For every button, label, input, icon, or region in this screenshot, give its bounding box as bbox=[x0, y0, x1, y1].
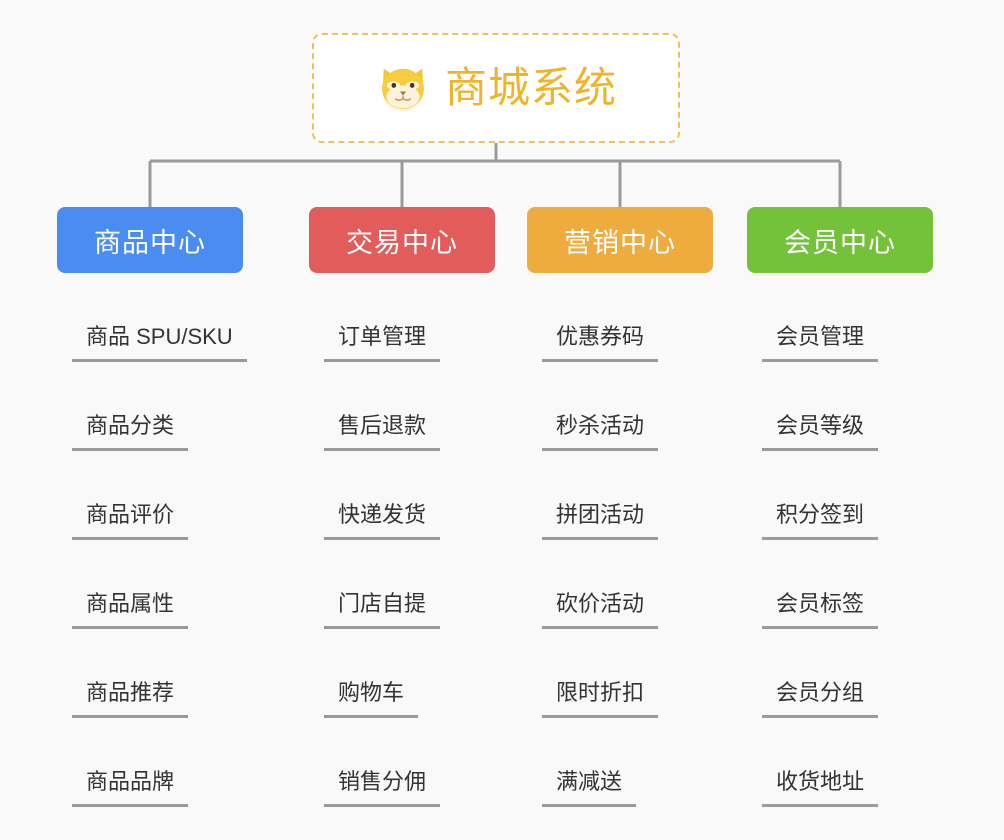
leaf-item[interactable]: 会员分组 bbox=[762, 629, 933, 718]
leaf-item[interactable]: 商品 SPU/SKU bbox=[72, 273, 247, 362]
leaf-label: 售后退款 bbox=[324, 415, 441, 451]
leaf-label: 优惠券码 bbox=[542, 326, 659, 362]
leaf-label: 销售分佣 bbox=[324, 771, 441, 807]
branch-marketing-center: 营销中心 优惠券码 秒杀活动 拼团活动 砍价活动 限时折扣 满减送 bbox=[527, 207, 713, 807]
leaf-label: 商品评价 bbox=[72, 504, 189, 540]
leaf-label: 收货地址 bbox=[762, 771, 879, 807]
leaf-item[interactable]: 秒杀活动 bbox=[542, 362, 713, 451]
leaf-item[interactable]: 会员标签 bbox=[762, 540, 933, 629]
branch-member-center: 会员中心 会员管理 会员等级 积分签到 会员标签 会员分组 收货地址 bbox=[747, 207, 933, 807]
leaf-item[interactable]: 会员管理 bbox=[762, 273, 933, 362]
leaf-item[interactable]: 收货地址 bbox=[762, 718, 933, 807]
leaf-label: 满减送 bbox=[542, 771, 637, 807]
branch-header-product-center[interactable]: 商品中心 bbox=[57, 207, 243, 273]
branch-header-label: 交易中心 bbox=[346, 227, 458, 258]
leaf-item[interactable]: 门店自提 bbox=[324, 540, 495, 629]
leaf-label: 秒杀活动 bbox=[542, 415, 659, 451]
leaf-label: 会员管理 bbox=[762, 326, 879, 362]
leaf-item[interactable]: 积分签到 bbox=[762, 451, 933, 540]
leaf-label: 积分签到 bbox=[762, 504, 879, 540]
shiba-dog-face-icon bbox=[381, 68, 424, 112]
leaf-item[interactable]: 商品属性 bbox=[72, 540, 243, 629]
branch-body-product-center: 商品 SPU/SKU 商品分类 商品评价 商品属性 商品推荐 商品品牌 bbox=[57, 273, 247, 807]
leaf-item[interactable]: 拼团活动 bbox=[542, 451, 713, 540]
branch-header-marketing-center[interactable]: 营销中心 bbox=[527, 207, 713, 273]
leaf-label: 砍价活动 bbox=[542, 593, 659, 629]
leaf-item[interactable]: 销售分佣 bbox=[324, 718, 495, 807]
leaf-item[interactable]: 商品品牌 bbox=[72, 718, 243, 807]
leaf-label: 购物车 bbox=[324, 682, 419, 718]
leaf-label: 门店自提 bbox=[324, 593, 441, 629]
branch-header-label: 商品中心 bbox=[94, 227, 206, 258]
branch-product-center: 商品中心 商品 SPU/SKU 商品分类 商品评价 商品属性 商品推荐 商品品牌 bbox=[57, 207, 247, 807]
leaf-item[interactable]: 商品评价 bbox=[72, 451, 243, 540]
leaf-item[interactable]: 订单管理 bbox=[324, 273, 495, 362]
branch-header-label: 会员中心 bbox=[784, 227, 896, 258]
leaf-item[interactable]: 快递发货 bbox=[324, 451, 495, 540]
leaf-label: 快递发货 bbox=[324, 504, 441, 540]
leaf-label: 商品分类 bbox=[72, 415, 189, 451]
leaf-list-product-center: 商品 SPU/SKU 商品分类 商品评价 商品属性 商品推荐 商品品牌 bbox=[57, 273, 247, 807]
leaf-label: 商品属性 bbox=[72, 593, 189, 629]
leaf-item[interactable]: 购物车 bbox=[324, 629, 495, 718]
branch-body-member-center: 会员管理 会员等级 积分签到 会员标签 会员分组 收货地址 bbox=[747, 273, 933, 807]
leaf-label: 商品品牌 bbox=[72, 771, 189, 807]
leaf-item[interactable]: 商品推荐 bbox=[72, 629, 243, 718]
leaf-item[interactable]: 砍价活动 bbox=[542, 540, 713, 629]
branch-header-label: 营销中心 bbox=[564, 227, 676, 258]
leaf-list-trade-center: 订单管理 售后退款 快递发货 门店自提 购物车 销售分佣 bbox=[309, 273, 495, 807]
leaf-item[interactable]: 商品分类 bbox=[72, 362, 243, 451]
leaf-label: 会员分组 bbox=[762, 682, 879, 718]
leaf-list-member-center: 会员管理 会员等级 积分签到 会员标签 会员分组 收货地址 bbox=[747, 273, 933, 807]
leaf-label: 商品 SPU/SKU bbox=[72, 326, 247, 362]
root-title: 商城系统 bbox=[444, 64, 617, 111]
leaf-label: 限时折扣 bbox=[542, 682, 659, 718]
branch-header-member-center[interactable]: 会员中心 bbox=[747, 207, 933, 273]
branch-body-marketing-center: 优惠券码 秒杀活动 拼团活动 砍价活动 限时折扣 满减送 bbox=[527, 273, 713, 807]
leaf-item[interactable]: 售后退款 bbox=[324, 362, 495, 451]
leaf-item[interactable]: 优惠券码 bbox=[542, 273, 713, 362]
leaf-label: 会员标签 bbox=[762, 593, 879, 629]
leaf-list-marketing-center: 优惠券码 秒杀活动 拼团活动 砍价活动 限时折扣 满减送 bbox=[527, 273, 713, 807]
branch-trade-center: 交易中心 订单管理 售后退款 快递发货 门店自提 购物车 销售分佣 bbox=[309, 207, 495, 807]
leaf-label: 商品推荐 bbox=[72, 682, 189, 718]
root-node[interactable]: 商城系统 bbox=[312, 33, 680, 143]
branch-header-trade-center[interactable]: 交易中心 bbox=[309, 207, 495, 273]
leaf-item[interactable]: 满减送 bbox=[542, 718, 713, 807]
leaf-label: 订单管理 bbox=[324, 326, 441, 362]
leaf-label: 拼团活动 bbox=[542, 504, 659, 540]
leaf-item[interactable]: 限时折扣 bbox=[542, 629, 713, 718]
leaf-item[interactable]: 会员等级 bbox=[762, 362, 933, 451]
leaf-label: 会员等级 bbox=[762, 415, 879, 451]
branch-body-trade-center: 订单管理 售后退款 快递发货 门店自提 购物车 销售分佣 bbox=[309, 273, 495, 807]
